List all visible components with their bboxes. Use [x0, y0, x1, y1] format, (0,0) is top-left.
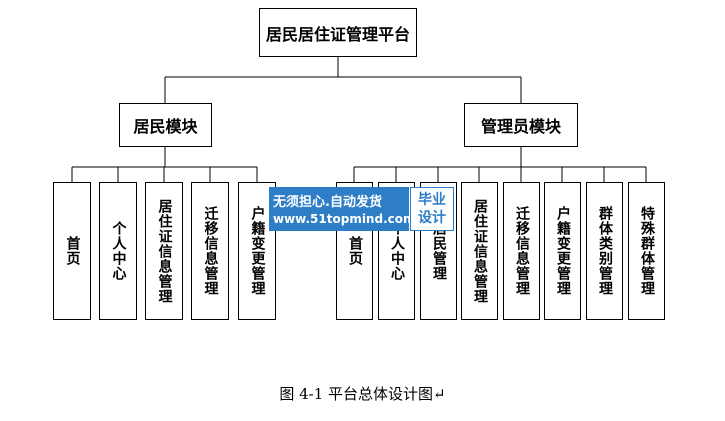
module-label: 管理员模块 — [480, 117, 561, 136]
leaf-label: 迁移信息管理 — [514, 206, 530, 296]
leaf-node: 居住证信息管理 — [461, 182, 498, 320]
leaf-label: 特殊群体管理 — [639, 206, 655, 296]
module-node-admin: 管理员模块 — [464, 103, 578, 147]
figure-caption: 图 4-1 平台总体设计图↵ — [279, 385, 446, 403]
root-label: 居民居住证管理平台 — [265, 24, 410, 44]
leaf-node: 居住证信息管理 — [145, 182, 183, 320]
module-label: 居民模块 — [133, 117, 198, 136]
leaf-label: 户籍变更管理 — [249, 206, 266, 296]
watermark-badge-line1: 毕业 — [418, 192, 446, 208]
leaf-node: 特殊群体管理 — [628, 182, 665, 320]
leaf-label: 个人中心 — [110, 221, 127, 281]
module-node-resident: 居民模块 — [119, 103, 212, 147]
watermark-badge-line2: 设计 — [418, 210, 446, 226]
leaf-node: 迁移信息管理 — [191, 182, 229, 320]
leaf-node: 户籍变更管理 — [544, 182, 581, 320]
leaf-label: 户籍变更管理 — [555, 206, 571, 296]
leaf-label: 首页 — [347, 236, 363, 266]
leaf-node: 个人中心 — [99, 182, 137, 320]
leaf-label: 迁移信息管理 — [202, 206, 219, 296]
watermark-text-panel: 无须担心.自动发货 www.51topmind.com — [269, 187, 416, 231]
leaf-node: 首页 — [53, 182, 91, 320]
leaf-label: 首页 — [64, 236, 81, 266]
leaf-label: 居民管理 — [431, 221, 447, 281]
leaf-node: 群体类别管理 — [586, 182, 623, 320]
leaf-label: 居住证信息管理 — [156, 198, 173, 304]
watermark-banner: 无须担心.自动发货 www.51topmind.com 毕业 设计 — [269, 187, 454, 231]
leaf-node: 迁移信息管理 — [503, 182, 540, 320]
watermark-badge: 毕业 设计 — [410, 187, 454, 231]
watermark-line2: www.51topmind.com — [273, 212, 416, 226]
leaf-label: 群体类别管理 — [597, 206, 613, 296]
watermark-line1: 无须担心.自动发货 — [273, 195, 382, 210]
leaf-label: 居住证信息管理 — [472, 198, 488, 304]
leaf-label: 个人中心 — [389, 221, 405, 281]
root-node: 居民居住证管理平台 — [259, 8, 417, 57]
